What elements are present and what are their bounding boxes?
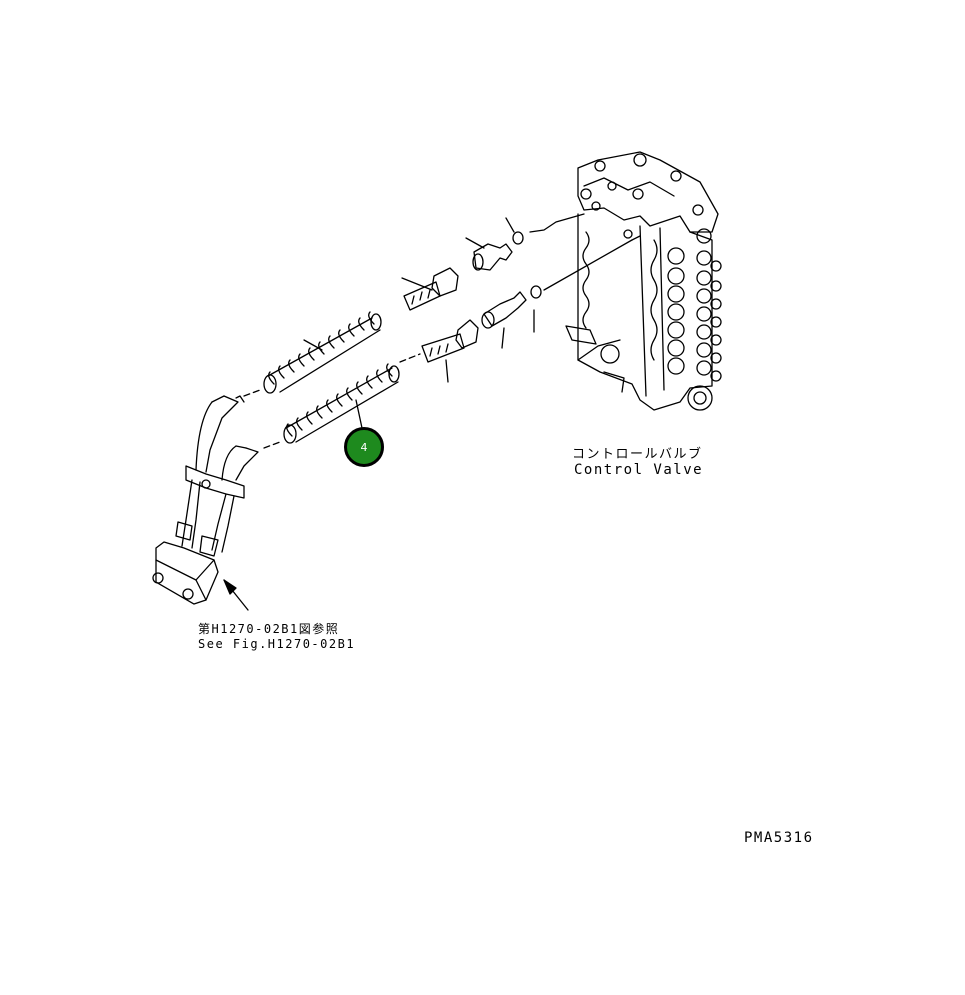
callout-4[interactable]: 4 [344, 427, 384, 467]
control-valve-label-jp: コントロールバルブ [572, 447, 703, 462]
control-valve-label-en: Control Valve [574, 462, 704, 478]
control-valve-leader [631, 235, 641, 241]
see-figure-label-en: See Fig.H1270-02B1 [198, 637, 356, 651]
drawing-number: PMA5316 [744, 830, 814, 846]
see-figure-label-jp: 第H1270-02B1図参照 [198, 622, 340, 636]
lower-hose-line [263, 239, 633, 449]
spool-caps [667, 228, 722, 411]
callout-4-number: 4 [360, 440, 368, 454]
bent-tubes-bracket [152, 395, 259, 611]
upper-hose-line [243, 213, 585, 397]
control-valve [565, 151, 722, 411]
